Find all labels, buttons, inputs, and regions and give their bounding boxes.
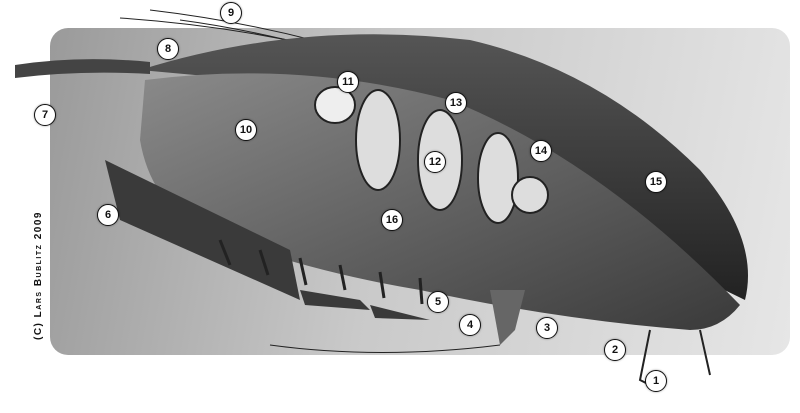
copyright-credit: (C) Lars Bublitz 2009 bbox=[33, 211, 44, 340]
callout-4: 4 bbox=[459, 314, 481, 336]
callout-3: 3 bbox=[536, 317, 558, 339]
callout-6: 6 bbox=[97, 204, 119, 226]
callout-11: 11 bbox=[337, 71, 359, 93]
callout-8: 8 bbox=[157, 38, 179, 60]
callout-10: 10 bbox=[235, 119, 257, 141]
lower-fins bbox=[105, 160, 430, 320]
callout-1: 1 bbox=[645, 370, 667, 392]
callout-2: 2 bbox=[604, 339, 626, 361]
callout-14: 14 bbox=[530, 140, 552, 162]
organ-pods bbox=[314, 86, 549, 224]
callout-5: 5 bbox=[427, 291, 449, 313]
front-leg bbox=[490, 290, 525, 345]
ribs bbox=[218, 239, 424, 305]
tail-pipe bbox=[15, 59, 150, 78]
callout-15: 15 bbox=[645, 171, 667, 193]
callout-9: 9 bbox=[220, 2, 242, 24]
callout-7: 7 bbox=[34, 104, 56, 126]
upper-hull bbox=[140, 34, 748, 301]
callout-13: 13 bbox=[445, 92, 467, 114]
callout-12: 12 bbox=[424, 151, 446, 173]
callout-16: 16 bbox=[381, 209, 403, 231]
